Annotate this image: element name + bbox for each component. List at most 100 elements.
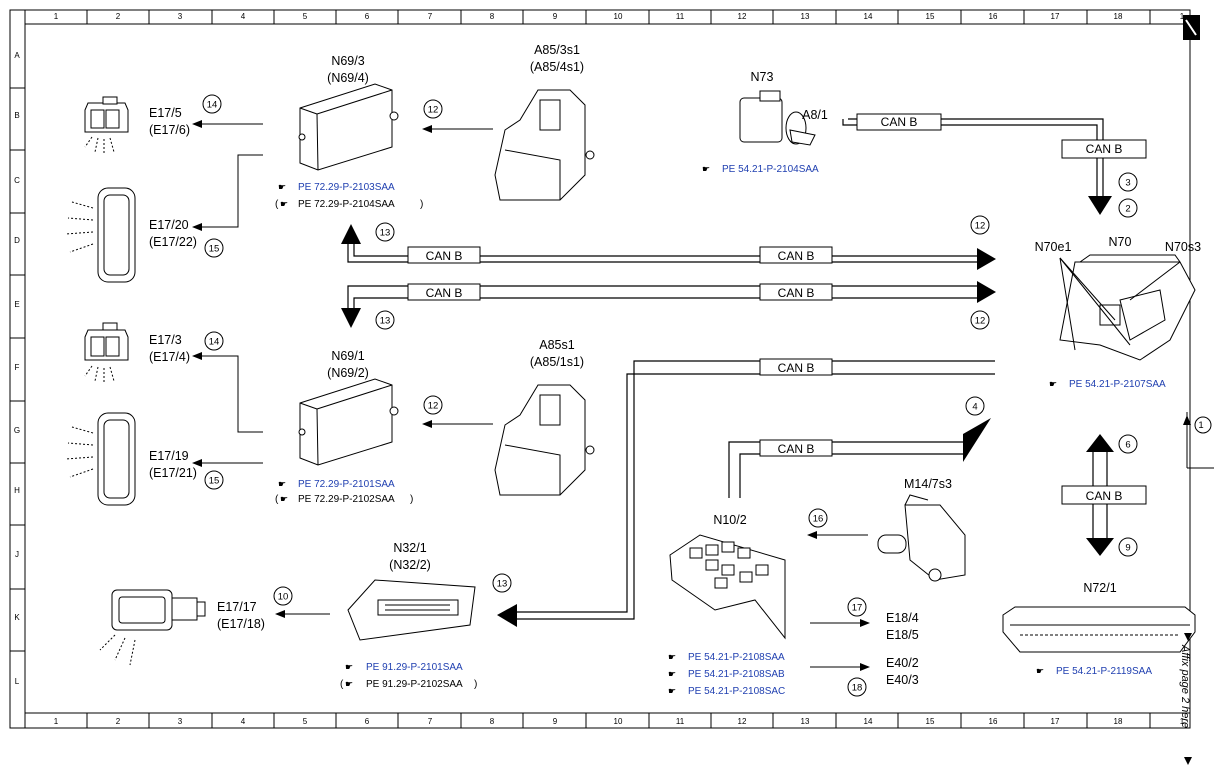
pointing-hand-icon: ☛ — [1049, 379, 1057, 389]
label-e17-5: E17/5 — [149, 106, 182, 120]
grid-column-label: 3 — [178, 12, 183, 21]
arrowhead-up-6 — [1086, 434, 1114, 452]
label-e17-18: (E17/18) — [217, 617, 265, 631]
ref-link[interactable]: ( ☛ PE 91.29-P-2102SAA ) — [340, 679, 477, 690]
ref-text[interactable]: PE 72.29-P-2102SAA — [298, 494, 395, 505]
footwell-lamp-icon — [99, 589, 206, 666]
callout-number: 16 — [813, 514, 824, 525]
label-e17-6: (E17/6) — [149, 123, 190, 137]
signal-acquisition-module-icon — [669, 534, 786, 640]
label-e17-22: (E17/22) — [149, 235, 197, 249]
callout-number: 12 — [428, 105, 439, 116]
ref-paren-open: ( — [340, 679, 344, 690]
ref-text[interactable]: PE 91.29-P-2101SAA — [366, 662, 463, 673]
control-unit-icon — [298, 83, 399, 171]
callout-circle: 14 — [202, 94, 222, 114]
grid-column-label: 5 — [303, 12, 308, 21]
callout-number: 12 — [975, 316, 986, 327]
label-a85-4s1: (A85/4s1) — [530, 60, 584, 74]
can-label-1: CAN B — [856, 113, 942, 131]
callout-number: 3 — [1125, 178, 1130, 189]
can-line-n10-left — [728, 441, 963, 498]
ref-link[interactable]: ☛ PE 54.21-P-2107SAA — [1049, 379, 1166, 390]
ref-text[interactable]: PE 54.21-P-2119SAA — [1056, 666, 1152, 677]
arrowheads — [341, 196, 1114, 627]
pointing-hand-icon: ☛ — [702, 164, 710, 174]
continuation-marker: 1 — [1183, 412, 1214, 469]
grid-row-label: F — [15, 363, 20, 372]
label-n69-4: (N69/4) — [327, 71, 369, 85]
callout-number: 4 — [972, 402, 977, 413]
ref-link[interactable]: ☛ PE 54.21-P-2108SAB — [668, 669, 785, 680]
can-labels: CAN B CAN B CAN B CAN B CAN B CAN B CAN … — [407, 113, 1147, 505]
affix-note-text: Affix page 2 here — [1179, 644, 1191, 728]
grid-column-label: 15 — [926, 12, 935, 21]
callout-number: 9 — [1125, 543, 1130, 554]
ref-text[interactable]: PE 54.21-P-2107SAA — [1069, 379, 1166, 390]
label-n32-1: N32/1 — [393, 541, 426, 555]
callout-number: 15 — [209, 476, 220, 487]
grid-row-label: D — [14, 236, 20, 245]
ref-link[interactable]: ☛ PE 91.29-P-2101SAA — [345, 662, 463, 673]
ref-link[interactable]: ☛ PE 54.21-P-2108SAA — [668, 652, 785, 663]
can-line-n10-right — [739, 453, 963, 498]
label-e17-20: E17/20 — [149, 218, 189, 232]
overhead-control-panel-icon — [1059, 254, 1196, 361]
callout-circle: 15 — [204, 470, 224, 490]
grid-row-label: G — [14, 426, 20, 435]
callout-circle: 12 — [970, 215, 990, 235]
label-n69-3: N69/3 — [331, 54, 364, 68]
ref-text[interactable]: PE 72.29-P-2101SAA — [298, 479, 395, 490]
ref-link[interactable]: ☛ PE 72.29-P-2101SAA — [278, 479, 395, 490]
affix-note: Affix page 2 here — [1179, 633, 1192, 765]
ref-link[interactable]: ☛ PE 72.29-P-2103SAA — [278, 182, 395, 193]
grid-row-label: A — [14, 51, 20, 60]
ref-link[interactable]: ☛ PE 54.21-P-2108SAC — [668, 686, 785, 697]
seat-control-module-icon — [347, 579, 476, 641]
can-label-4: CAN B — [759, 246, 833, 264]
ref-text[interactable]: PE 54.21-P-2108SAA — [688, 652, 785, 663]
pointing-hand-icon: ☛ — [345, 662, 353, 672]
can-label-text: CAN B — [426, 286, 463, 300]
grid-column-label: 13 — [801, 12, 810, 21]
label-a85s1: A85s1 — [539, 338, 574, 352]
grid-column-label: 1 — [1180, 717, 1185, 726]
callout-number: 6 — [1125, 440, 1130, 451]
ref-link[interactable]: ☛ PE 54.21-P-2119SAA — [1036, 666, 1152, 677]
actuator-motor-icon — [877, 494, 966, 582]
ref-text[interactable]: PE 72.29-P-2103SAA — [298, 182, 395, 193]
label-a85-1s1: (A85/1s1) — [530, 355, 584, 369]
page-corner-icon — [1183, 15, 1200, 40]
grid-column-label: 16 — [989, 717, 998, 726]
callout-number: 18 — [852, 683, 863, 694]
can-label-text: CAN B — [778, 442, 815, 456]
signal-arrows — [200, 123, 868, 668]
door-lock-switch-icon — [494, 384, 595, 496]
switch-light-icon — [84, 322, 129, 384]
can-label-7: CAN B — [759, 358, 833, 376]
label-e17-4: (E17/4) — [149, 350, 190, 364]
document-references[interactable]: ☛ PE 72.29-P-2103SAA ( ☛ PE 72.29-P-2104… — [275, 164, 1166, 697]
grid-column-label: 18 — [1114, 12, 1123, 21]
ref-link[interactable]: ☛ PE 54.21-P-2104SAA — [702, 164, 819, 175]
ref-text[interactable]: PE 72.29-P-2104SAA — [298, 199, 395, 210]
ref-text[interactable]: PE 54.21-P-2104SAA — [722, 164, 819, 175]
label-e17-19: E17/19 — [149, 449, 189, 463]
ref-text[interactable]: PE 54.21-P-2108SAC — [688, 686, 785, 697]
callout-circle: 12 — [423, 395, 443, 415]
ref-link[interactable]: ( ☛ PE 72.29-P-2102SAA ) — [275, 494, 413, 505]
can-label-text: CAN B — [778, 249, 815, 263]
arrowhead-down-9 — [1086, 538, 1114, 556]
label-n69-1: N69/1 — [331, 349, 364, 363]
ref-link[interactable]: ( ☛ PE 72.29-P-2104SAA ) — [275, 199, 423, 210]
can-label-8: CAN B — [759, 439, 833, 457]
grid-column-label: 1 — [54, 12, 59, 21]
arrowhead-down-13 — [341, 308, 361, 328]
ref-text[interactable]: PE 54.21-P-2108SAB — [688, 669, 785, 680]
grid-column-label: 11 — [676, 717, 685, 726]
ignition-lock-icon — [739, 90, 816, 146]
label-e18-4: E18/4 — [886, 611, 919, 625]
ref-text[interactable]: PE 91.29-P-2102SAA — [366, 679, 463, 690]
